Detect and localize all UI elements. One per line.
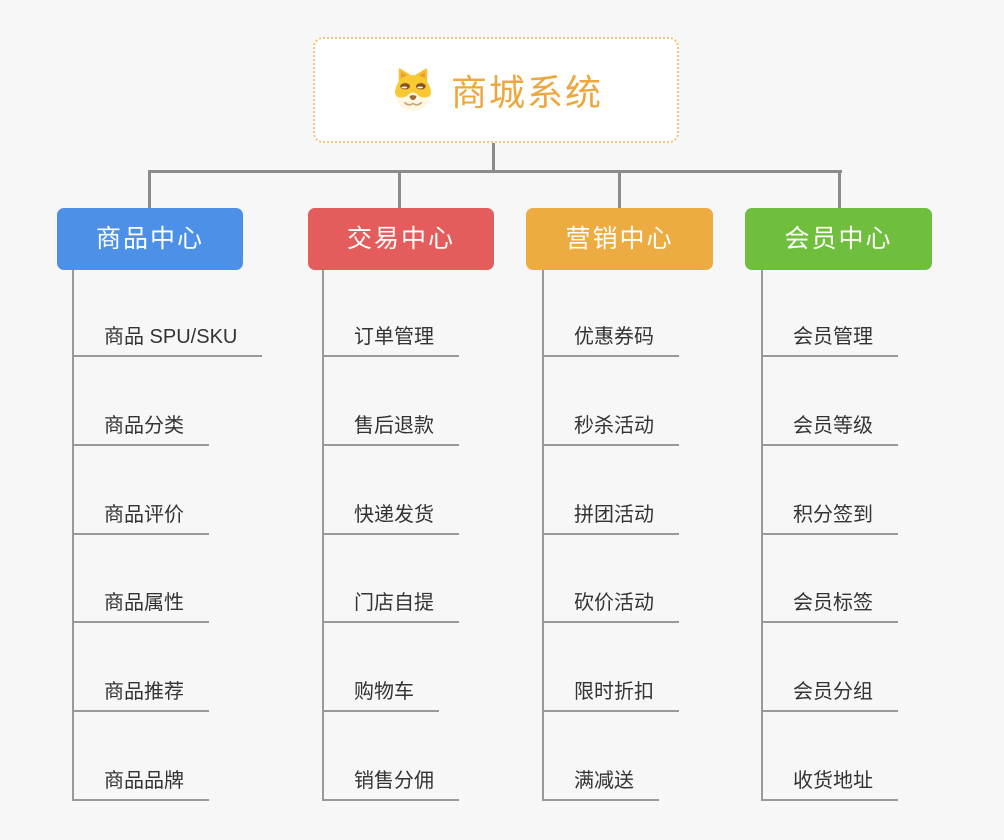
leaf-item-coupon-code[interactable]: 优惠券码: [542, 324, 679, 357]
connector-drop-product: [148, 170, 151, 208]
shiba-dog-face-icon: [394, 68, 431, 111]
leaf-item-order-management[interactable]: 订单管理: [322, 324, 459, 357]
leaf-item-store-pickup[interactable]: 门店自提: [322, 590, 459, 623]
leaf-item-bargain-activity[interactable]: 砍价活动: [542, 590, 679, 623]
leaf-item-full-reduction[interactable]: 满减送: [542, 768, 659, 801]
connector-drop-marketing: [618, 170, 621, 208]
branch-node-trade-center[interactable]: 交易中心: [308, 208, 494, 270]
leaf-item-member-group[interactable]: 会员分组: [761, 679, 898, 712]
leaf-item-member-tag[interactable]: 会员标签: [761, 590, 898, 623]
leaf-item-product-category[interactable]: 商品分类: [72, 413, 209, 446]
connector-drop-member: [838, 170, 841, 208]
connector-root-stub: [492, 141, 495, 172]
leaf-item-flash-sale[interactable]: 秒杀活动: [542, 413, 679, 446]
leaf-item-group-buy[interactable]: 拼团活动: [542, 502, 679, 535]
leaf-item-points-checkin[interactable]: 积分签到: [761, 502, 898, 535]
leaf-item-member-level[interactable]: 会员等级: [761, 413, 898, 446]
leaf-item-product-spu-sku[interactable]: 商品 SPU/SKU: [72, 324, 263, 357]
connector-horizontal: [148, 170, 842, 173]
branch-node-member-center[interactable]: 会员中心: [745, 208, 932, 270]
root-node-mall-system[interactable]: 商城系统: [313, 37, 679, 143]
leaf-item-product-attribute[interactable]: 商品属性: [72, 590, 209, 623]
leaf-item-limited-time-discount[interactable]: 限时折扣: [542, 679, 679, 712]
leaf-item-product-brand[interactable]: 商品品牌: [72, 768, 209, 801]
leaf-item-sales-commission[interactable]: 销售分佣: [322, 768, 459, 801]
branch-node-product-center[interactable]: 商品中心: [57, 208, 243, 270]
connector-drop-trade: [398, 170, 401, 208]
leaf-item-product-recommend[interactable]: 商品推荐: [72, 679, 209, 712]
root-node-title: 商城系统: [450, 72, 603, 113]
leaf-item-shipping-address[interactable]: 收货地址: [761, 768, 898, 801]
leaf-item-member-management[interactable]: 会员管理: [761, 324, 898, 357]
leaf-item-aftersale-refund[interactable]: 售后退款: [322, 413, 459, 446]
leaf-item-product-review[interactable]: 商品评价: [72, 502, 209, 535]
branch-node-marketing-center[interactable]: 营销中心: [526, 208, 713, 270]
leaf-item-express-shipping[interactable]: 快递发货: [322, 502, 459, 535]
leaf-item-shopping-cart[interactable]: 购物车: [322, 679, 439, 712]
